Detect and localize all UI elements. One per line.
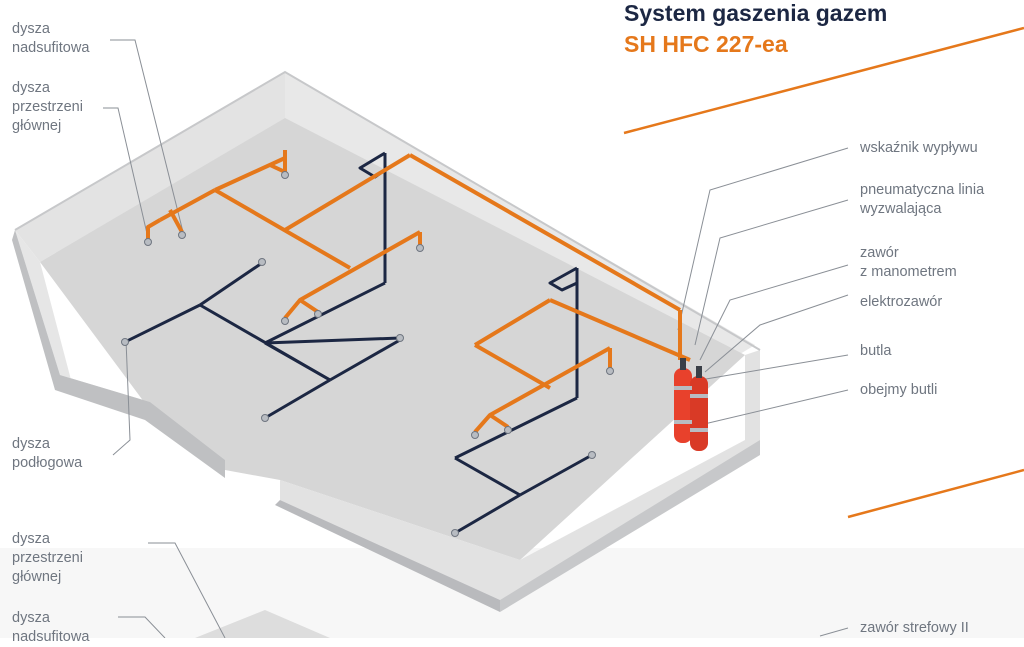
- accent-lines: [623, 26, 1024, 519]
- label-nozzle-ceiling-2: dysza nadsufitowa: [12, 610, 90, 645]
- label-cylinder: butla: [860, 343, 892, 359]
- diagram-subtitle: SH HFC 227-ea: [624, 31, 788, 57]
- label-valve-manometer: zawór z manometrem: [860, 245, 957, 280]
- ceiling-pipes: [146, 150, 691, 434]
- label-nozzle-main-2: dysza przestrzeni głównej: [12, 531, 83, 585]
- label-zone-valve: zawór strefowy II: [860, 620, 969, 636]
- label-flow-indicator: wskaźnik wypływu: [860, 140, 978, 156]
- label-nozzle-floor: dysza podłogowa: [12, 436, 83, 471]
- label-nozzle-ceiling: dysza nadsufitowa: [12, 21, 90, 56]
- gas-cylinders: [674, 358, 708, 451]
- diagram-title: System gaszenia gazem: [624, 0, 888, 26]
- label-solenoid-valve: elektrozawór: [860, 294, 943, 310]
- label-cylinder-clamps: obejmy butli: [860, 382, 938, 398]
- nozzles: [121, 171, 614, 537]
- leader-lines: [103, 39, 849, 638]
- label-pneumatic-line: pneumatyczna linia wyzwalająca: [860, 182, 985, 217]
- label-nozzle-main: dysza przestrzeni głównej: [12, 80, 83, 134]
- floor-pipes: [124, 151, 593, 535]
